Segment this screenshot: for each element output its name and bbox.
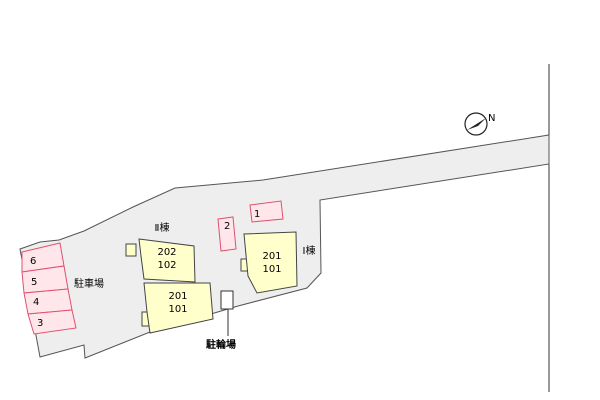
parking-space-5-number: 5 <box>31 277 37 288</box>
building-2-upper-body <box>138 238 196 283</box>
parking-space-4-number: 4 <box>33 297 39 308</box>
parking-spaces: 6 5 4 3 <box>21 242 77 335</box>
building-2-lower-body <box>143 282 214 334</box>
parking-space-2-number: 2 <box>224 221 230 232</box>
bicycle-parking: 駐輪場 <box>206 290 236 351</box>
parking-space-3 <box>27 309 77 335</box>
parking-space-1 <box>249 200 284 223</box>
parking-space-1-number: 1 <box>254 209 260 220</box>
bicycle-parking-label: 駐輪場 <box>206 338 236 351</box>
balcony <box>125 243 137 257</box>
unit-201-label: 201 <box>262 251 281 262</box>
parking-space-2 <box>217 216 237 252</box>
building-1: 201 101 <box>240 231 298 294</box>
unit-101-label: 101 <box>168 304 187 315</box>
unit-102-label: 102 <box>157 260 176 271</box>
north-arrow: N <box>464 112 495 136</box>
north-letter: N <box>488 113 495 124</box>
building-2-upper: 202 102 <box>125 238 196 283</box>
building-1-body <box>243 231 298 294</box>
parking-label: 駐車場 <box>74 277 104 290</box>
building-1-name: Ⅰ棟 <box>303 244 316 257</box>
extra-parking-spaces: 2 1 <box>217 200 284 252</box>
north-arrow-icon <box>464 112 488 136</box>
building-2-lower: 201 101 <box>141 282 214 334</box>
bicycle-parking-box <box>220 290 234 310</box>
unit-101-label: 101 <box>262 264 281 275</box>
building-2-name: Ⅱ棟 <box>155 221 170 234</box>
unit-201-label: 201 <box>168 291 187 302</box>
parking-space-3-number: 3 <box>37 318 43 329</box>
unit-202-label: 202 <box>157 247 176 258</box>
north-arrow-pointer <box>467 118 486 130</box>
parking-space-6-number: 6 <box>30 256 36 267</box>
